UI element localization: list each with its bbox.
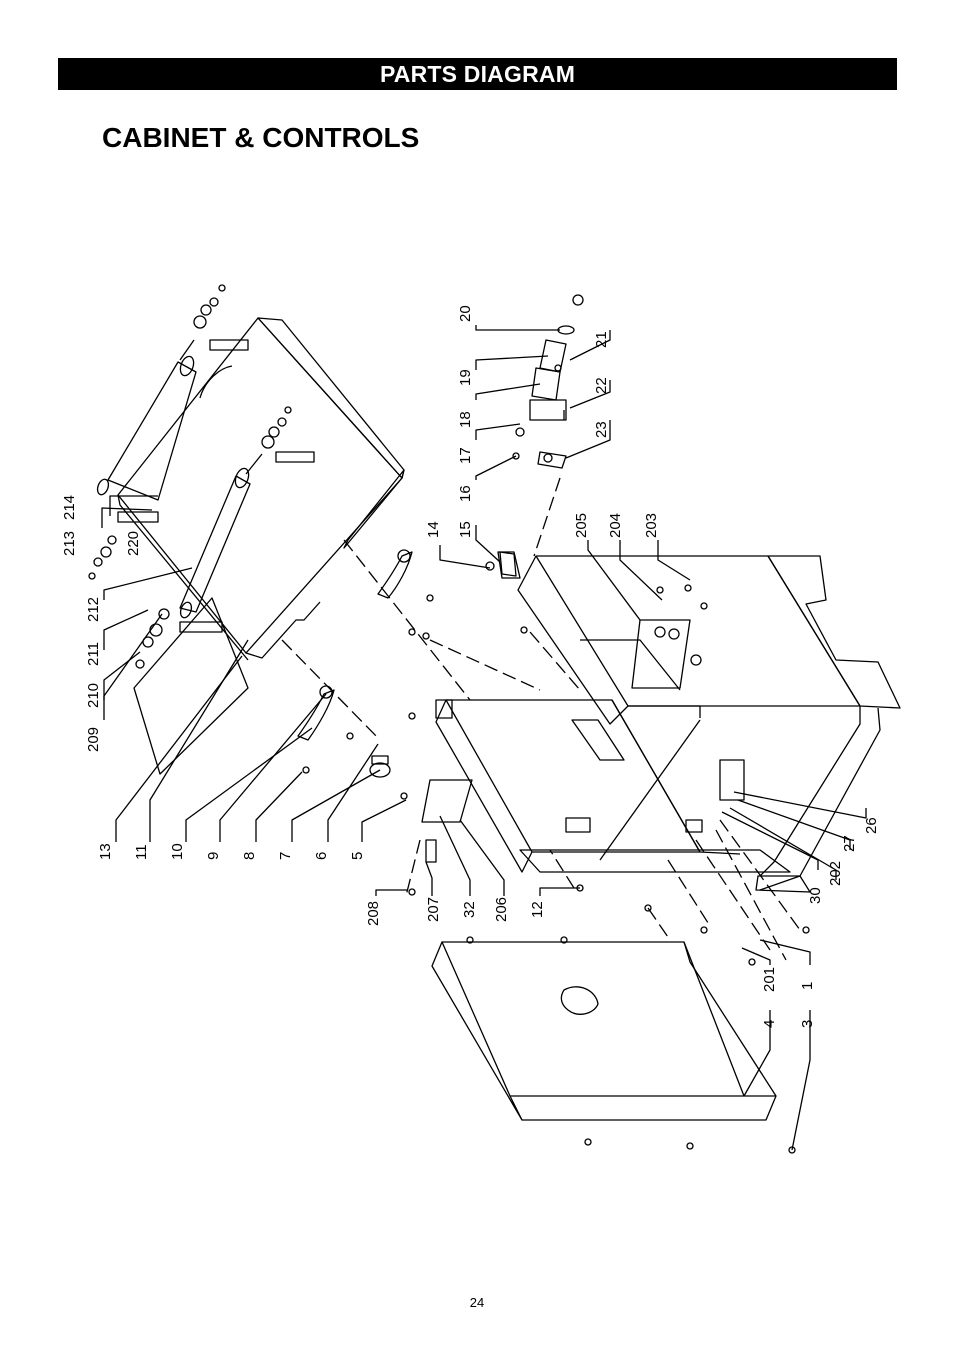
callout-15: 15: [457, 521, 474, 538]
callout-labels: 13 11 10 9 8 7 6 5 209 210 211 212 213 2…: [61, 305, 880, 1028]
callout-210: 210: [85, 683, 102, 708]
callout-212: 212: [85, 597, 102, 622]
callout-23: 23: [593, 421, 610, 438]
callout-21: 21: [593, 331, 610, 348]
callout-5: 5: [349, 852, 366, 860]
callout-10: 10: [169, 843, 186, 860]
callout-4: 4: [761, 1020, 778, 1028]
callout-9: 9: [205, 852, 222, 860]
motor-assembly: [499, 294, 584, 577]
roller-upper: [96, 339, 197, 501]
handle-right: [377, 549, 413, 599]
leader-lines: [101, 325, 867, 1151]
callout-213: 213: [61, 531, 78, 556]
callout-30: 30: [807, 887, 824, 904]
callout-20: 20: [457, 305, 474, 322]
callout-203: 203: [643, 513, 660, 538]
callout-204: 204: [607, 513, 624, 538]
callout-19: 19: [457, 369, 474, 386]
callout-3: 3: [799, 1020, 816, 1028]
callout-17: 17: [457, 447, 474, 464]
knob: [369, 755, 391, 778]
header-title: PARTS DIAGRAM: [379, 60, 576, 87]
callout-18: 18: [457, 411, 474, 428]
header-bar: PARTS DIAGRAM: [58, 58, 897, 90]
base-panel: [117, 317, 405, 661]
callout-12: 12: [529, 901, 546, 918]
callout-201: 201: [761, 967, 778, 992]
page-number: 24: [469, 1295, 485, 1310]
callout-207: 207: [425, 897, 442, 922]
callout-206: 206: [493, 897, 510, 922]
callout-27: 27: [841, 835, 858, 852]
callout-214: 214: [61, 495, 78, 520]
callout-1: 1: [799, 982, 816, 990]
callout-16: 16: [457, 485, 474, 502]
callout-220: 220: [125, 531, 142, 556]
callout-22: 22: [593, 377, 610, 394]
door: [431, 941, 777, 1121]
callout-13: 13: [97, 843, 114, 860]
roller-lower: [179, 453, 263, 619]
callout-11: 11: [133, 844, 150, 860]
callout-202: 202: [827, 861, 844, 886]
plate: [133, 597, 249, 775]
callout-7: 7: [277, 852, 294, 860]
callout-32: 32: [461, 901, 478, 918]
callout-209: 209: [85, 727, 102, 752]
roller-hardware: [88, 284, 292, 669]
roller-brackets: [117, 339, 315, 633]
callout-205: 205: [573, 513, 590, 538]
callout-6: 6: [313, 852, 330, 860]
callout-211: 211: [85, 642, 102, 666]
callout-208: 208: [365, 901, 382, 926]
cabinet-body: [421, 551, 901, 893]
fasteners: [302, 584, 810, 1154]
alignment-lines: [281, 477, 801, 961]
callout-26: 26: [863, 817, 880, 834]
callout-14: 14: [425, 521, 442, 538]
section-title: CABINET & CONTROLS: [102, 122, 420, 153]
callout-8: 8: [241, 852, 258, 860]
handle-left: [297, 685, 335, 741]
